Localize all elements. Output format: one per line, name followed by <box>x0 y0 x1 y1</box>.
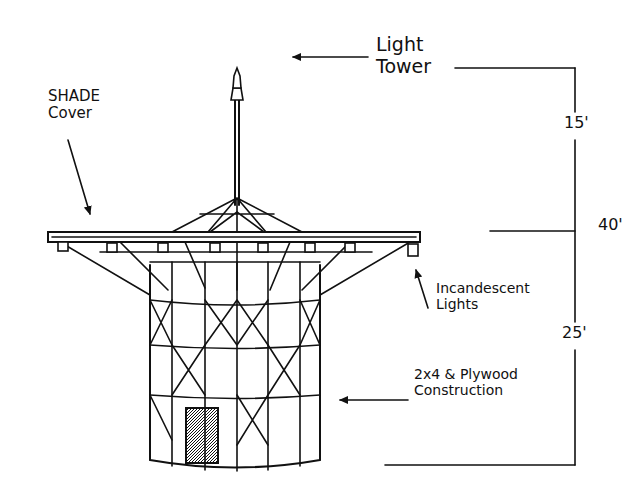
lights-label: Incandescent Lights <box>436 280 551 312</box>
tower-label: Light Tower <box>376 34 446 78</box>
dimension-label: 40' <box>598 216 636 234</box>
construction-label: 2x4 & Plywood Construction <box>414 366 522 398</box>
shade-label: SHADE Cover <box>48 88 118 123</box>
dimension-label: 25' <box>562 324 602 342</box>
dimension-label: 15' <box>564 114 604 132</box>
